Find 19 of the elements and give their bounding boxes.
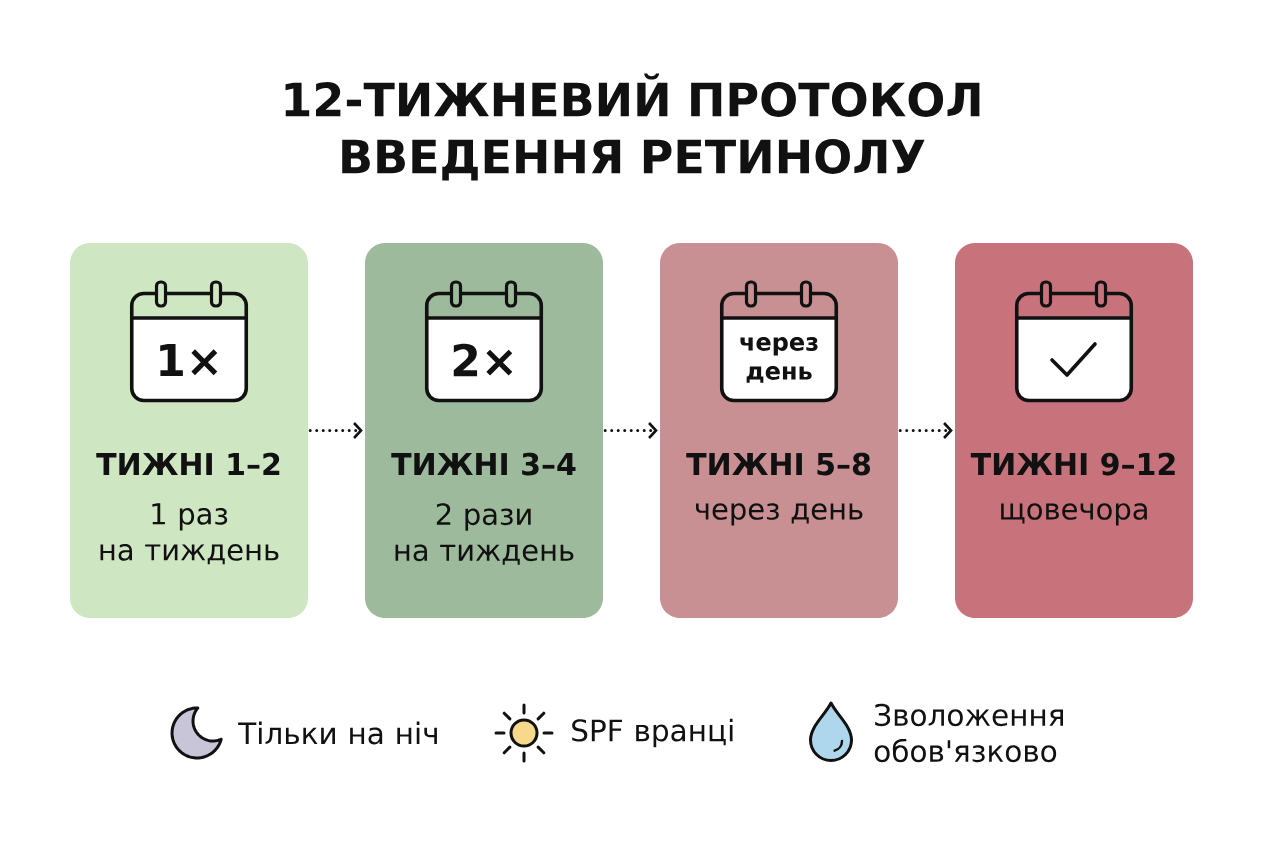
calendar: 2× [424, 280, 544, 403]
stage-heading: ТИЖНІ 3–4 [391, 452, 576, 476]
arrow [308, 422, 363, 439]
stage-frequency: через день [696, 503, 863, 526]
calendar: 1× [129, 280, 249, 403]
legend-text: Тільки на ніч [238, 721, 437, 745]
title: 12-ТИЖНЕВИЙ ПРОТОКОЛ ВВЕДЕННЯ РЕТИНОЛУ [285, 73, 980, 181]
stage-frequency: щовечора [1001, 503, 1147, 526]
stage-heading: ТИЖНІ 5–8 [686, 452, 870, 476]
legend-text: SPF вранці [572, 718, 733, 748]
stage-heading: ТИЖНІ 9–12 [970, 452, 1175, 476]
calendar: через день [719, 280, 839, 403]
stage-frequency: 1 раз на тиждень [100, 503, 279, 565]
calendar-icon [1014, 280, 1134, 403]
legend-text: Зволоження обов'язково [874, 703, 1063, 763]
arrow [898, 422, 953, 439]
arrow [603, 422, 658, 439]
stage-frequency: 2 рази на тиждень [395, 503, 574, 565]
stage-heading: ТИЖНІ 1–2 [96, 452, 280, 475]
